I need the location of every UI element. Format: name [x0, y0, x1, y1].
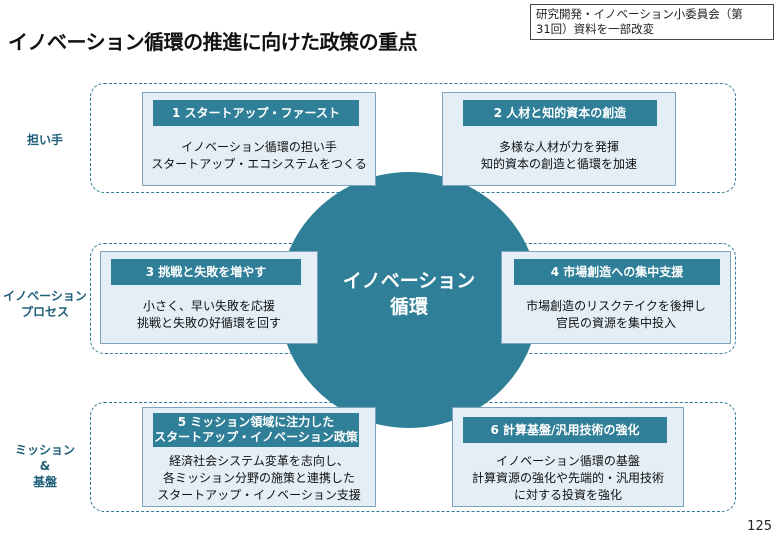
policy-box-5-body: 経済社会システム変革を志向し、 各ミッション分野の施策と連携した スタートアップ… — [157, 454, 361, 502]
innovation-cycle-label: イノベーション 循環 — [342, 270, 476, 318]
policy-box-5-header: 5 ミッション領域に注力した スタートアップ・イノベーション政策 — [153, 413, 359, 447]
policy-box-4: 4 市場創造への集中支援 市場創造のリスクテイクを後押し 官民の資源を集中投入 — [501, 251, 731, 344]
policy-box-6-header: 6 計算基盤/汎用技術の強化 — [463, 417, 667, 443]
row-label-mission: ミッション & 基盤 — [14, 443, 75, 489]
policy-box-1-body: イノベーション循環の担い手 スタートアップ・エコシステムをつくる — [151, 140, 367, 171]
policy-box-2: 2 人材と知的資本の創造 多様な人材が力を発揮 知的資本の創造と循環を加速 — [442, 92, 676, 186]
policy-box-6-body: イノベーション循環の基盤 計算資源の強化や先端的・汎用技術 に対する投資を強化 — [471, 454, 664, 502]
policy-box-4-header: 4 市場創造への集中支援 — [514, 259, 720, 285]
policy-box-3: 3 挑戦と失敗を増やす 小さく、早い失敗を応援 挑戦と失敗の好循環を回す — [100, 251, 318, 344]
row-label-process: イノベーション プロセス — [3, 289, 87, 319]
policy-box-1-header: 1 スタートアップ・ファースト — [153, 100, 359, 126]
innovation-cycle-circle — [279, 172, 539, 428]
page-number: 125 — [747, 519, 772, 534]
policy-box-5: 5 ミッション領域に注力した スタートアップ・イノベーション政策 経済社会システ… — [142, 407, 376, 507]
policy-box-2-header: 2 人材と知的資本の創造 — [463, 100, 657, 126]
policy-box-2-body: 多様な人材が力を発揮 知的資本の創造と循環を加速 — [480, 140, 637, 171]
policy-box-1: 1 スタートアップ・ファースト イノベーション循環の担い手 スタートアップ・エコ… — [142, 92, 376, 186]
page-title: イノベーション循環の推進に向けた政策の重点 — [8, 30, 418, 54]
source-note: 研究開発・イノベーション小委員会（第 31回）資料を一部改変 — [530, 4, 774, 40]
policy-box-6: 6 計算基盤/汎用技術の強化 イノベーション循環の基盤 計算資源の強化や先端的・… — [452, 407, 684, 507]
policy-box-4-body: 市場創造のリスクテイクを後押し 官民の資源を集中投入 — [526, 299, 706, 330]
row-label-actors: 担い手 — [26, 133, 63, 147]
policy-box-3-header: 3 挑戦と失敗を増やす — [111, 259, 301, 285]
policy-box-3-body: 小さく、早い失敗を応援 挑戦と失敗の好循環を回す — [136, 299, 281, 330]
